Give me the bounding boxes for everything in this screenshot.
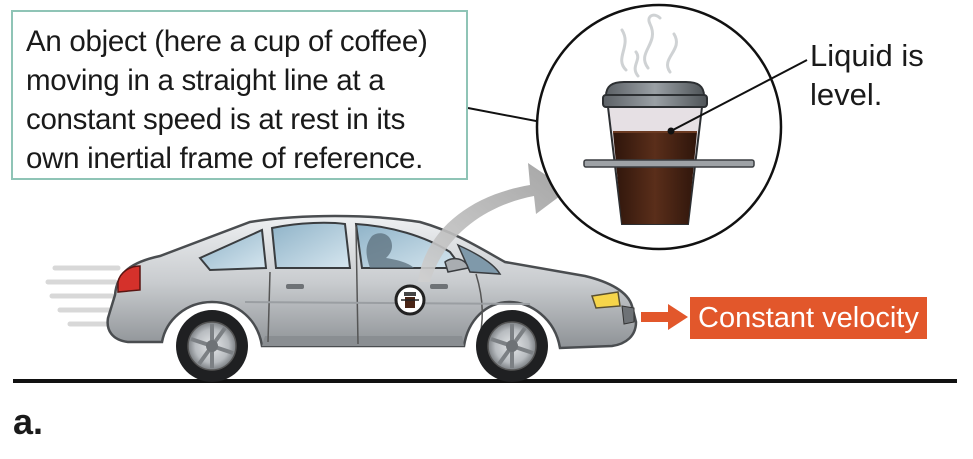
front-wheel (476, 310, 548, 382)
liquid-level-label: Liquid is level. (810, 36, 924, 114)
liquid-leader-line (670, 59, 808, 132)
coffee-cup (602, 81, 708, 225)
velocity-arrow-icon (641, 304, 688, 330)
callout-line: constant speed is at rest in its (26, 103, 406, 136)
level-shelf (583, 159, 755, 168)
callout-line: An object (here a cup of coffee) (26, 25, 428, 58)
steam-icon (620, 13, 678, 78)
magnify-arrow (418, 163, 568, 282)
driver-silhouette (366, 233, 414, 268)
callout-box: An object (here a cup of coffee) moving … (11, 10, 468, 180)
headlight (591, 291, 621, 309)
car (106, 214, 638, 382)
tail-light (117, 265, 141, 293)
callout-line: moving in a straight line at a (26, 64, 385, 97)
callout-text: An object (here a cup of coffee) moving … (26, 22, 466, 178)
liquid-label-line: level. (810, 77, 883, 112)
rear-wheel (176, 310, 248, 382)
constant-velocity-label: Constant velocity (690, 297, 927, 339)
motion-streaks (45, 265, 121, 327)
coffee-liquid (613, 132, 697, 224)
panel-label: a. (13, 401, 44, 442)
callout-line: own inertial frame of reference. (26, 142, 424, 175)
liquid-label-line: Liquid is (810, 38, 924, 73)
